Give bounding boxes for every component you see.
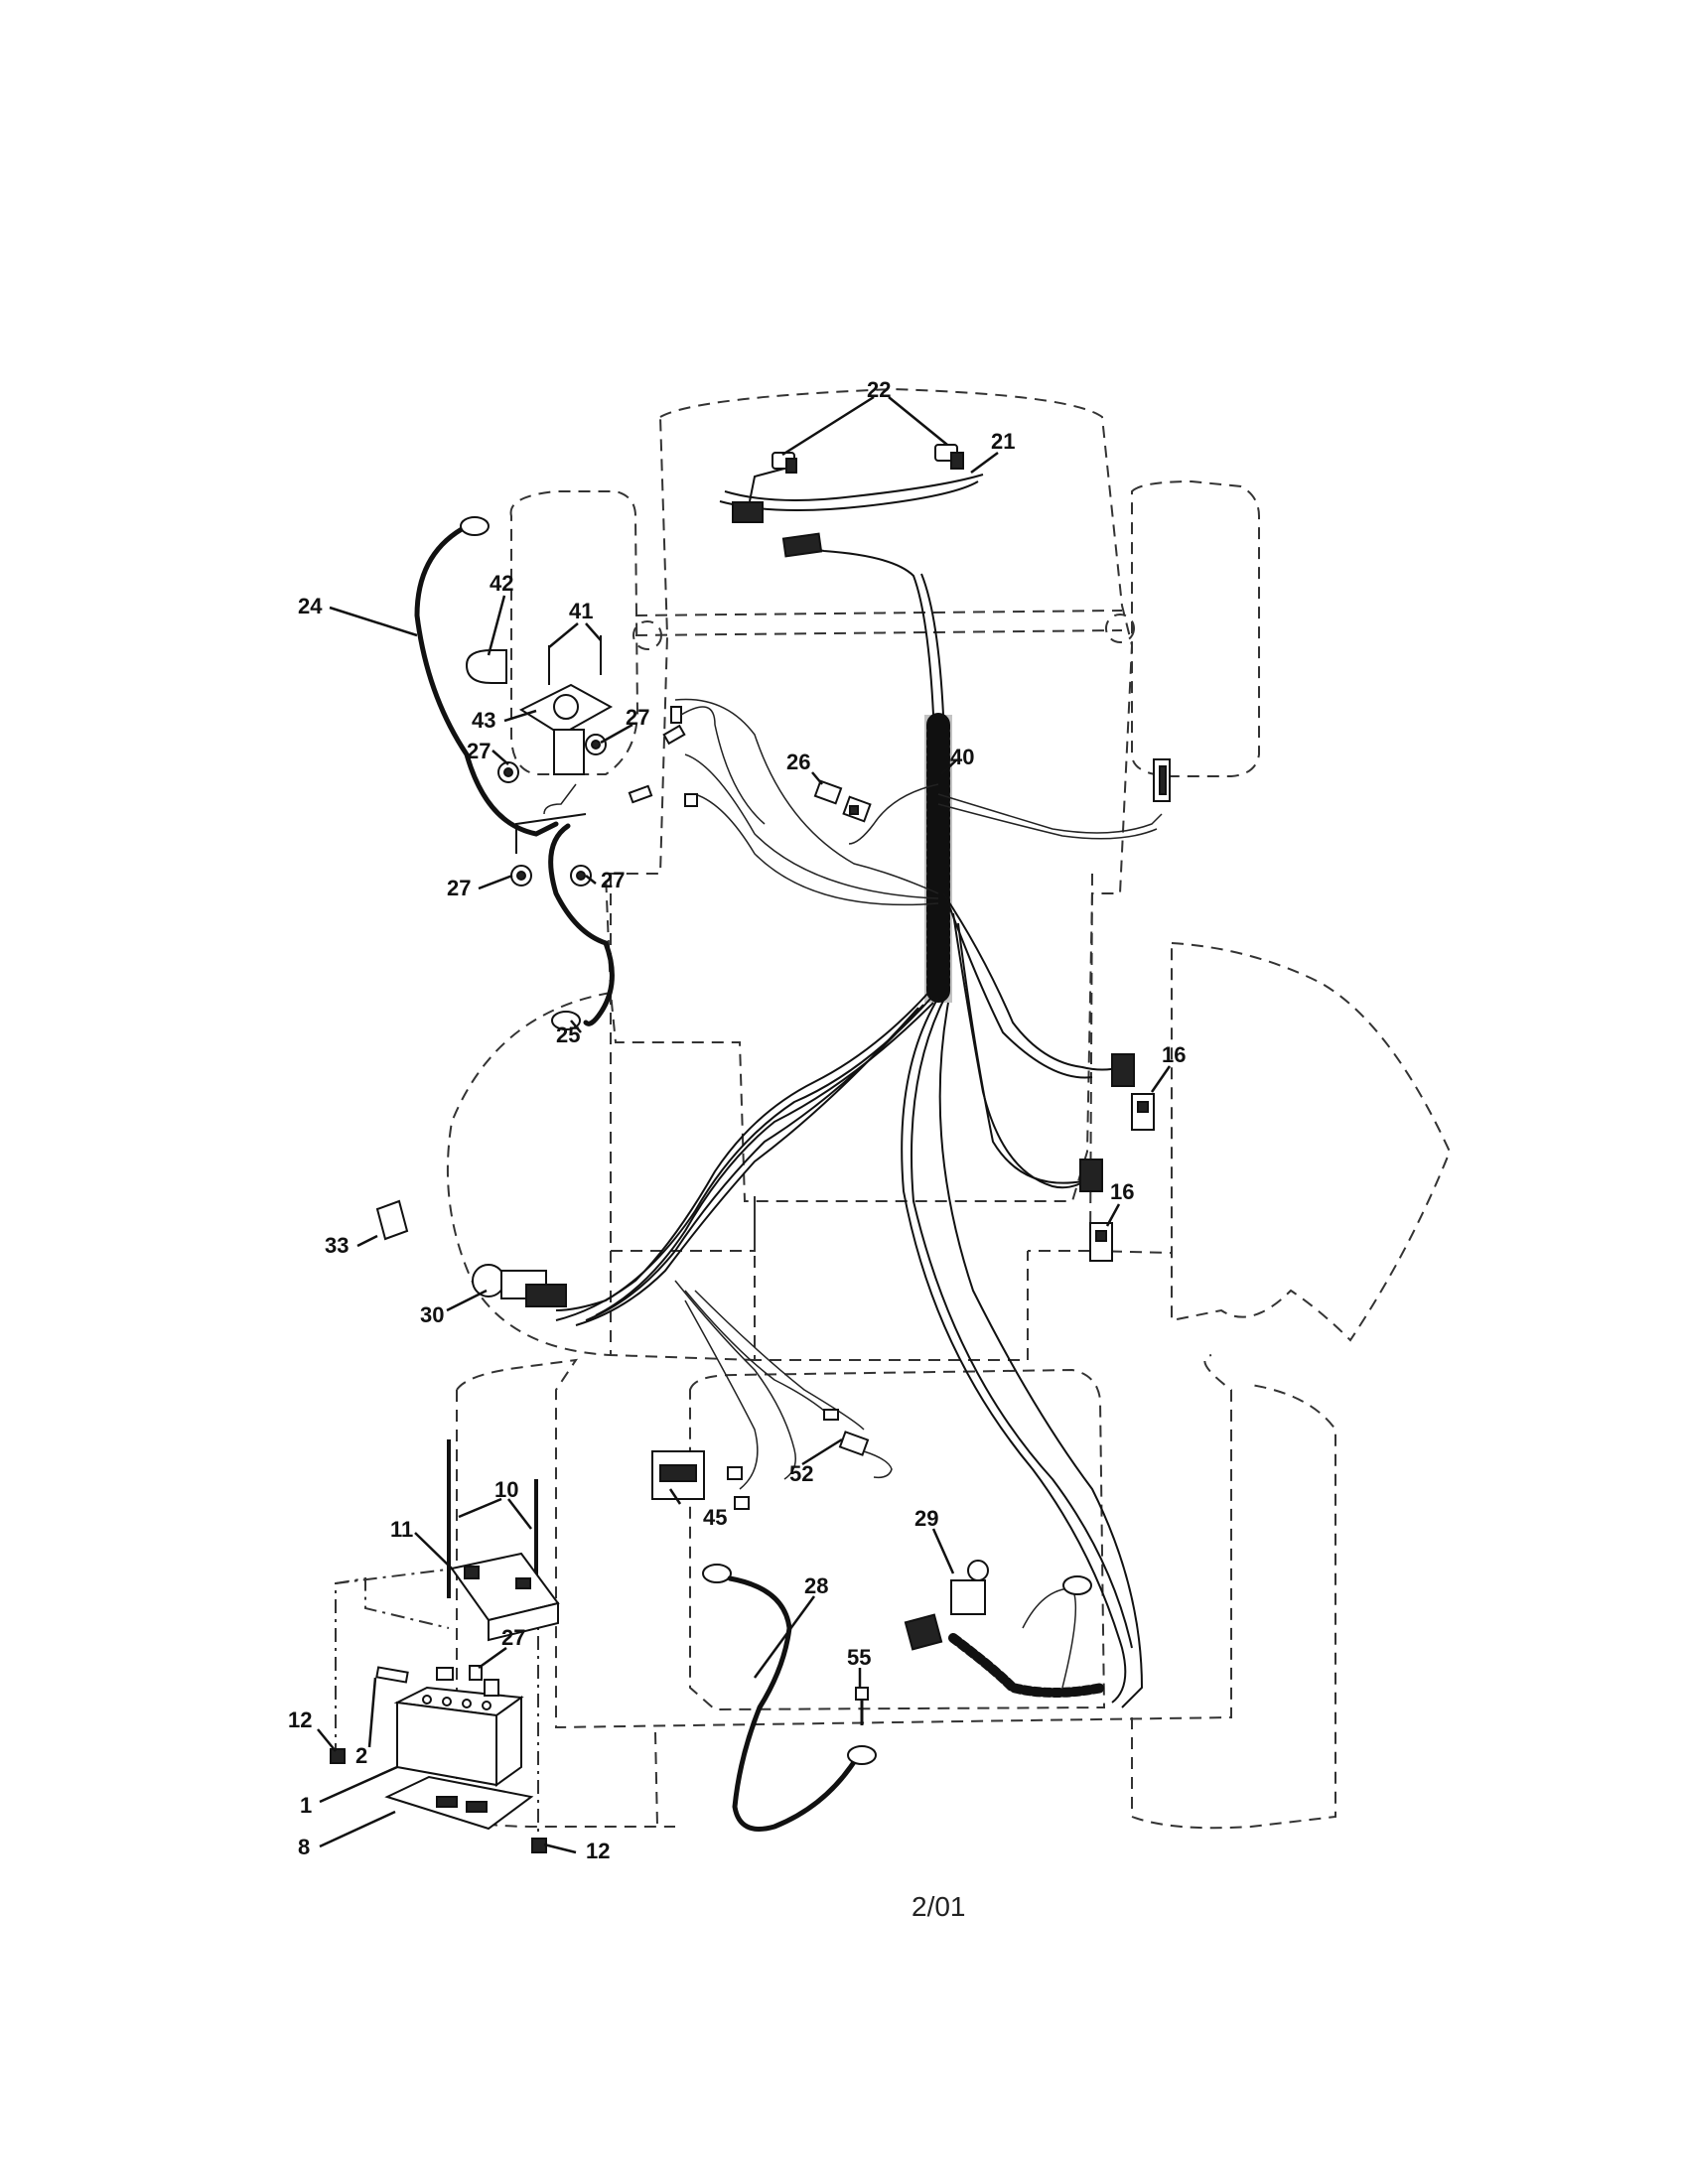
callout-labels: 22 21 24 42 41 43 27 27 27 27 26 40 25 1… xyxy=(288,377,1186,1863)
callout-43: 43 xyxy=(472,708,495,733)
callout-10: 10 xyxy=(494,1477,518,1502)
ground-cable-28 xyxy=(702,1564,877,1832)
leader-lines xyxy=(317,395,1172,1854)
callout-27-a: 27 xyxy=(626,705,649,730)
connector-16-b xyxy=(1079,1159,1113,1262)
callout-12-b: 12 xyxy=(586,1839,610,1863)
ignition-key-33 xyxy=(375,1199,409,1241)
nut-27-c xyxy=(510,865,532,887)
nut-27-d xyxy=(570,865,592,887)
headlight-bulb-right xyxy=(934,444,964,470)
callout-29: 29 xyxy=(914,1506,938,1531)
callout-26: 26 xyxy=(786,750,810,774)
connector-26 xyxy=(813,779,872,823)
battery-1 xyxy=(393,1679,524,1787)
callout-27-e: 27 xyxy=(501,1625,525,1650)
pto-switch-29 xyxy=(904,1560,1092,1651)
ignition-switch-30 xyxy=(472,1264,567,1307)
battery-bracket-11 xyxy=(450,1552,560,1642)
callout-12-a: 12 xyxy=(288,1707,312,1732)
cable-25 xyxy=(515,783,615,1030)
callout-45: 45 xyxy=(703,1505,727,1530)
battery-bolt-2 xyxy=(375,1665,483,1684)
callout-27-b: 27 xyxy=(467,739,491,763)
screw-55 xyxy=(855,1687,869,1725)
connector-16-a xyxy=(1111,1053,1155,1131)
switch-52 xyxy=(823,1409,893,1479)
callout-33: 33 xyxy=(325,1233,349,1258)
battery-cable-24 xyxy=(414,516,559,837)
callout-22: 22 xyxy=(867,377,891,402)
callout-52: 52 xyxy=(789,1461,813,1486)
callout-8: 8 xyxy=(298,1835,310,1859)
callout-30: 30 xyxy=(420,1302,444,1327)
callout-41: 41 xyxy=(569,599,593,623)
callout-16-b: 16 xyxy=(1110,1179,1134,1204)
callout-1: 1 xyxy=(300,1793,312,1818)
callout-27-c: 27 xyxy=(447,876,471,900)
callout-42: 42 xyxy=(490,571,513,596)
main-harness xyxy=(555,468,1163,1708)
callout-55: 55 xyxy=(847,1645,871,1670)
callout-25: 25 xyxy=(556,1023,580,1047)
nut-27-a xyxy=(497,761,519,783)
solenoid-leads xyxy=(628,706,766,825)
battery-mount-lines xyxy=(335,1568,539,1846)
callout-2: 2 xyxy=(355,1743,367,1768)
footer-date: 2/01 xyxy=(912,1891,966,1922)
battery-tray-8 xyxy=(384,1775,534,1831)
nut-12-a xyxy=(330,1748,346,1764)
terminal-boot-42 xyxy=(465,649,507,684)
module-45 xyxy=(651,1450,750,1510)
callout-16-a: 16 xyxy=(1162,1042,1186,1067)
callout-21: 21 xyxy=(991,429,1015,454)
callout-28: 28 xyxy=(804,1573,828,1598)
callout-24: 24 xyxy=(298,594,323,618)
headlight-connector xyxy=(732,501,823,558)
nut-27-b xyxy=(585,734,607,755)
callout-40: 40 xyxy=(950,745,974,769)
tractor-outline xyxy=(446,387,1452,1830)
connector-right-hood xyxy=(1153,758,1171,802)
callout-27-d: 27 xyxy=(601,868,625,892)
headlight-bulb-left xyxy=(772,452,797,474)
callout-11: 11 xyxy=(390,1517,413,1542)
